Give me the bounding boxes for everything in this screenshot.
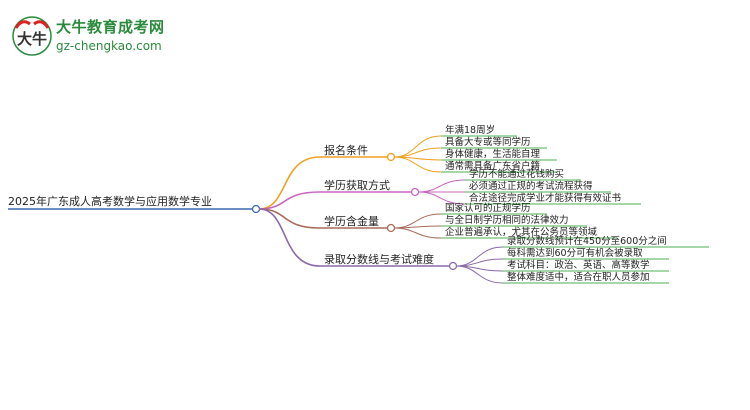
leaf-label: 通常需具备广东省户籍 [445,160,540,172]
branch-connector [258,208,321,267]
branch-node-dot [410,187,420,197]
leaf-label: 企业普遍承认，尤其在公务员等领域 [445,226,598,238]
logo-url: gz-chengkao.com [56,39,162,53]
logo-mark-text: 大牛 [17,30,47,48]
leaf-connector [393,227,442,239]
leaf-label: 合法途径完成学业才能获得有效证书 [469,192,622,204]
branch-label: 学历含金量 [324,214,379,228]
leaf-connector [393,135,442,158]
leaf-label: 国家认可的正规学历 [445,202,531,214]
bull-logo-icon: 大牛 [12,16,52,56]
leaf-connector [393,156,442,173]
branch-label: 学历获取方式 [324,178,390,192]
leaf-label: 每科需达到60分可有机会被录取 [507,247,643,259]
leaf-connector [455,246,504,267]
leaf-label: 学历不能通过花钱购买 [469,168,564,180]
leaf-connector [417,191,466,205]
leaf-connector [455,265,504,284]
leaf-label: 具备大专或等同学历 [445,136,531,148]
logo-title: 大牛教育成考网 [56,18,165,36]
branch-connector [258,208,321,229]
root-node-dot [251,204,261,214]
leaf-label: 年满18周岁 [445,124,495,136]
leaf-label: 与全日制学历相同的法律效力 [445,214,569,226]
site-logo[interactable]: 大牛 大牛教育成考网 gz-chengkao.com [10,14,240,58]
branch-node-dot [386,152,396,162]
leaf-label: 身体健康，生活能自理 [445,148,541,160]
leaf-connector [417,179,466,193]
leaf-label: 考试科目：政治、英语、高等数学 [507,259,650,271]
root-topic: 2025年广东成人高考数学与应用数学专业 [8,194,212,208]
branch-connector [258,191,321,210]
branch-label: 报名条件 [324,143,368,157]
branch-node-dot [448,261,458,271]
branch-connector [258,156,321,210]
leaf-label: 整体难度适中，适合在职人员参加 [507,271,650,283]
branch-label: 录取分数线与考试难度 [324,252,434,266]
branch-node-dot [386,223,396,233]
leaf-label: 必须通过正规的考试流程获得 [469,180,593,192]
leaf-label: 录取分数线预计在450分至600分之间 [507,235,667,247]
